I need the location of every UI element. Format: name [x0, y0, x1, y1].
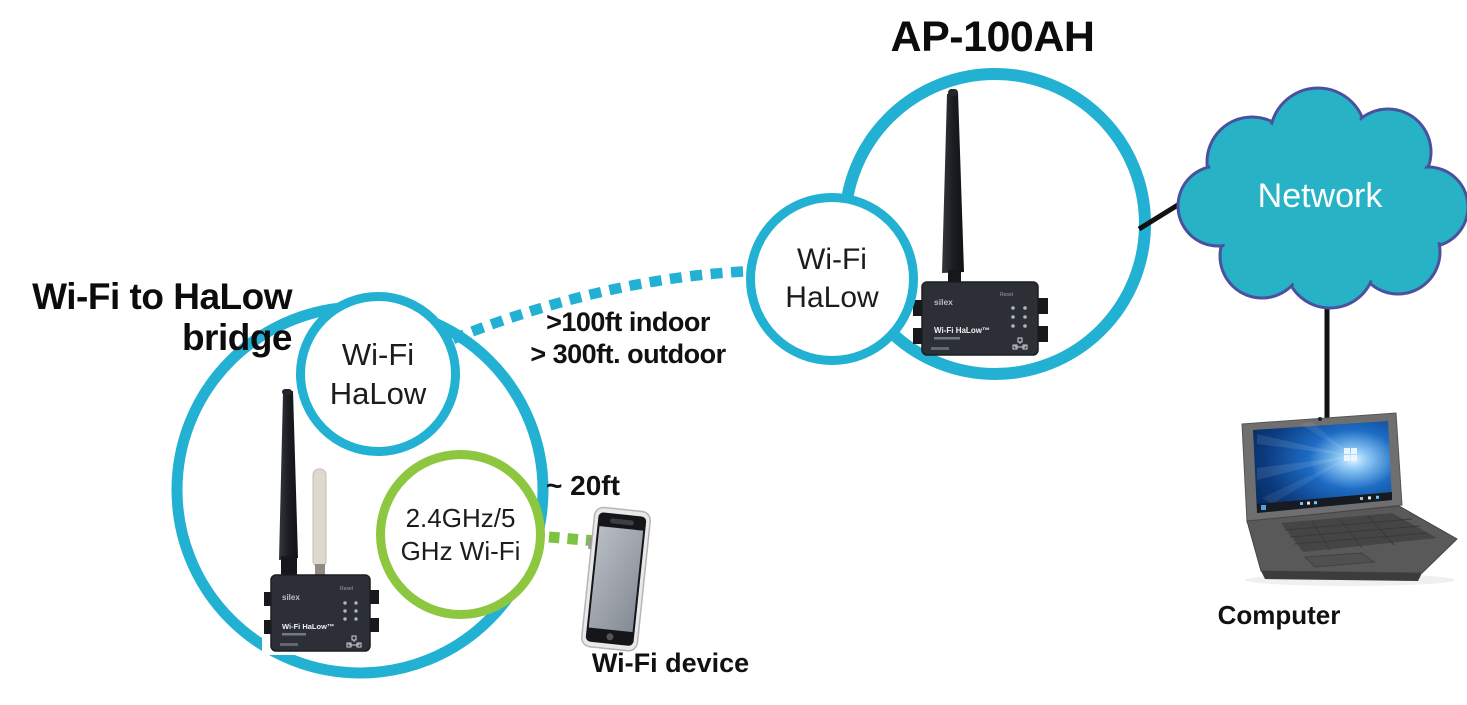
laptop-taskbar	[1257, 492, 1392, 513]
bridge-title: Wi-Fi to HaLow bridge	[14, 276, 292, 358]
bridge-device-footer-text	[280, 643, 298, 646]
ap-device-footer-text	[931, 347, 949, 350]
halow-distance-line2: > 300ft. outdoor	[530, 339, 726, 369]
laptop-touchpad	[1303, 552, 1376, 568]
wifi-device-label: Wi-Fi device	[591, 648, 750, 678]
badge-text: Wi-Fi	[341, 337, 415, 372]
ap-antenna	[942, 89, 964, 284]
bridge-halow-badge: Wi-Fi HaLow	[296, 292, 460, 456]
ap-device-ethernet-icon	[1012, 337, 1028, 350]
laptop-webcam	[1318, 417, 1322, 421]
bridge-halow-antenna	[279, 389, 298, 576]
bridge-device-product-label: Wi-Fi HaLow™	[282, 622, 334, 631]
ap-device-brand: silex	[934, 297, 953, 307]
ap-halow-badge: Wi-Fi HaLow	[746, 193, 918, 365]
ap-device-reset-label: Reset	[1000, 292, 1014, 298]
network-label: Network	[1257, 177, 1383, 215]
tablet-side-button	[588, 537, 593, 550]
bridge-device-reset-label: Reset	[340, 586, 354, 592]
bridge-wifi-antenna	[312, 468, 327, 576]
bridge-device-leds	[343, 601, 358, 621]
halow-link-dotted-line	[451, 265, 755, 344]
computer-label: Computer	[1217, 600, 1341, 630]
network-cloud	[1176, 86, 1467, 310]
tablet-home-button	[606, 633, 614, 641]
ap-enclosure: silex Reset Wi-Fi HaLow™	[913, 281, 1048, 356]
bridge-wifi-badge: 2.4GHz/5 GHz Wi-Fi	[376, 450, 545, 619]
windows-logo	[1344, 448, 1357, 461]
badge-text: GHz Wi-Fi	[400, 535, 521, 566]
bridge-device-model-text	[282, 633, 306, 636]
badge-text: HaLow	[785, 281, 879, 314]
bridge-device-ethernet-icon	[346, 635, 362, 648]
laptop-screen	[1253, 421, 1392, 513]
ap-title: AP-100AH	[890, 13, 1095, 61]
halow-distance-label: >100ft indoor > 300ft. outdoor	[510, 306, 746, 370]
ap-device-product-label: Wi-Fi HaLow™	[934, 326, 990, 335]
badge-text: 2.4GHz/5	[405, 502, 516, 533]
computer-laptop	[1241, 412, 1458, 586]
wifi-device-tablet	[580, 506, 652, 652]
wifi-distance-label: ~ 20ft	[546, 470, 620, 501]
ap-device-model-text	[934, 337, 960, 340]
bridge-enclosure: silex Reset Wi-Fi HaLow™	[264, 574, 379, 652]
badge-text: HaLow	[329, 376, 427, 411]
wifi-link-dotted-line	[548, 531, 597, 547]
tablet-screen	[588, 526, 644, 633]
bridge-title-line2: bridge	[181, 317, 293, 358]
tablet-speaker	[610, 518, 634, 526]
bridge-device: silex Reset Wi-Fi HaLow™	[264, 389, 379, 652]
ap-device: silex Reset Wi-Fi HaLow™	[913, 89, 1048, 356]
halow-distance-line1: >100ft indoor	[546, 307, 710, 337]
ap-device-leds	[1011, 306, 1027, 328]
badge-text: Wi-Fi	[797, 243, 867, 276]
bridge-device-brand: silex	[282, 593, 300, 602]
bridge-title-line1: Wi-Fi to HaLow	[32, 276, 292, 317]
